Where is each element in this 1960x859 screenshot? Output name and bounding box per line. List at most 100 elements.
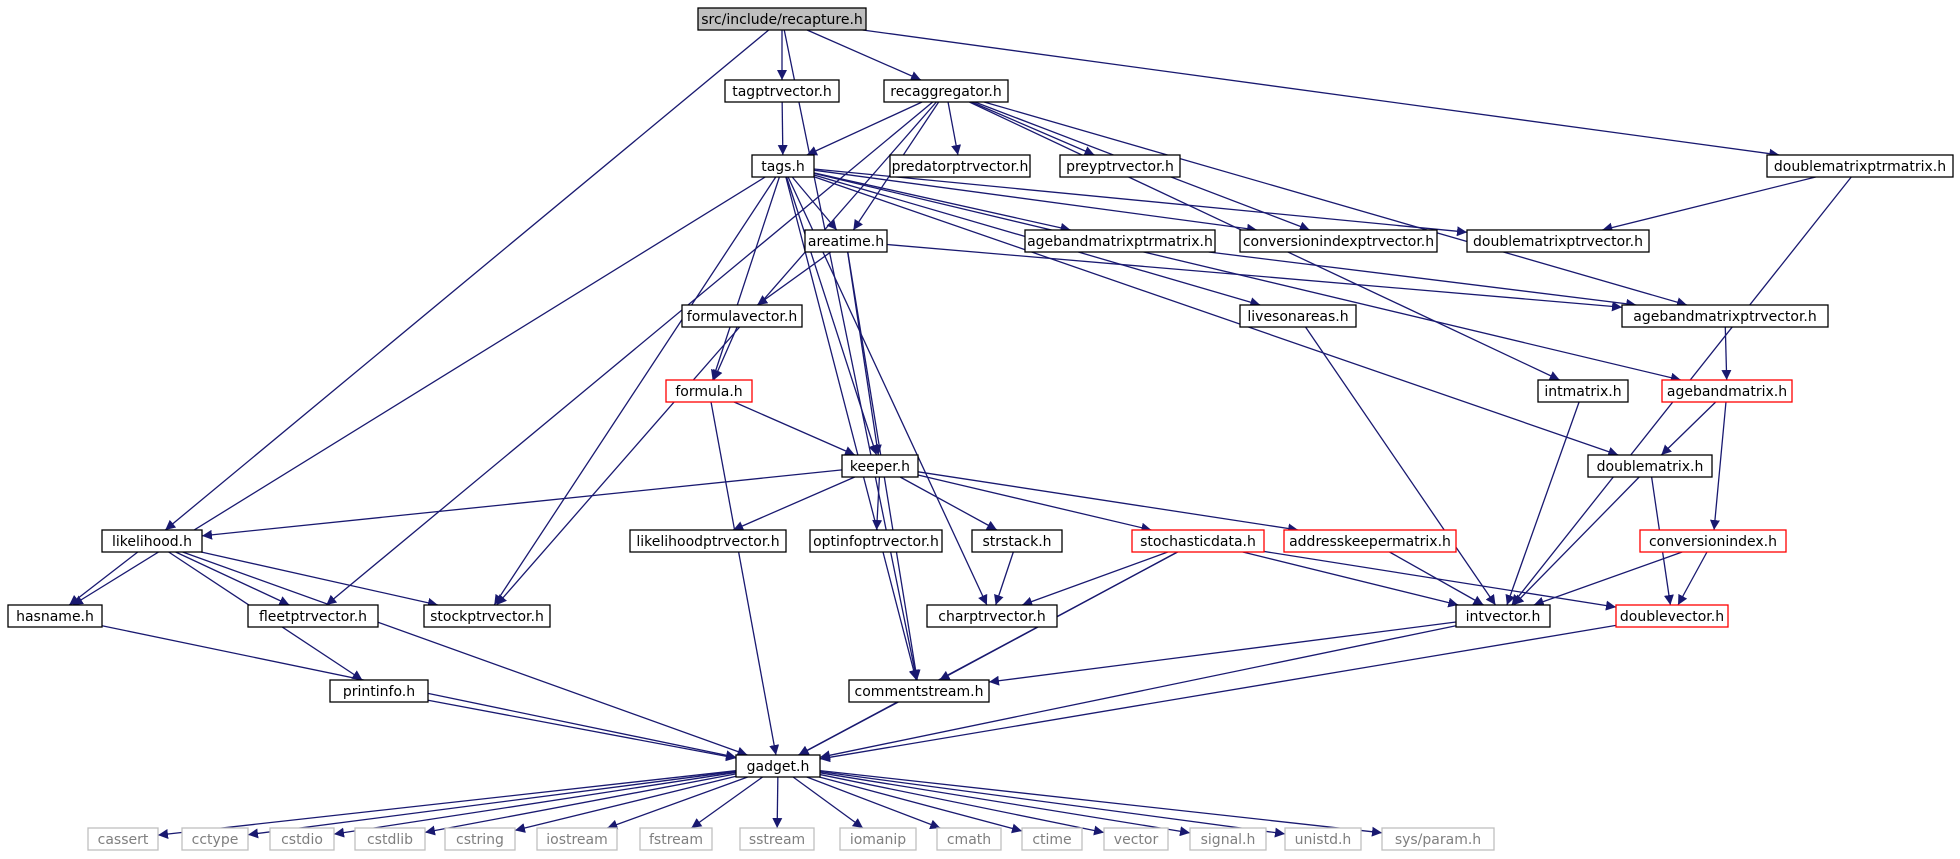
edge-agebandmatrixptrvector-to-agebandmatrix — [1721, 326, 1732, 381]
node-box — [839, 827, 917, 851]
node-cmath[interactable]: cmath — [936, 827, 1002, 851]
node-agebandmatrix[interactable]: agebandmatrix.h — [1661, 379, 1793, 403]
node-recaggregator[interactable]: recaggregator.h — [883, 79, 1009, 103]
node-label: intvector.h — [1466, 609, 1541, 625]
node-livesonareas[interactable]: livesonareas.h — [1239, 304, 1357, 328]
node-fstream[interactable]: fstream — [639, 827, 713, 851]
node-label: cstdio — [281, 832, 323, 848]
node-doublematrix[interactable]: doublematrix.h — [1587, 454, 1713, 478]
node-charptrvector[interactable]: charptrvector.h — [926, 604, 1058, 628]
edge-tags-to-areatime — [791, 176, 838, 231]
node-box — [7, 604, 103, 628]
node-label: fstream — [649, 832, 703, 848]
node-box — [751, 154, 815, 178]
edge-conversionindex-to-doublevector — [1677, 551, 1708, 606]
node-sysparam[interactable]: sys/param.h — [1381, 827, 1495, 851]
node-doublematrixptrmatrix[interactable]: doublematrixptrmatrix.h — [1766, 154, 1954, 178]
edge-agebandmatrix-to-doublematrix — [1660, 401, 1717, 456]
node-label: conversionindexptrvector.h — [1243, 234, 1434, 250]
node-label: doublematrixptrvector.h — [1473, 234, 1643, 250]
node-label: agebandmatrixptrvector.h — [1633, 309, 1817, 325]
node-cstring[interactable]: cstring — [444, 827, 516, 851]
node-cassert[interactable]: cassert — [87, 827, 159, 851]
node-box — [804, 229, 888, 253]
node-printinfo[interactable]: printinfo.h — [329, 679, 429, 703]
node-box — [1537, 379, 1629, 403]
node-cstdlib[interactable]: cstdlib — [354, 827, 426, 851]
node-box — [101, 529, 203, 553]
node-iostream[interactable]: iostream — [536, 827, 618, 851]
node-iomanip[interactable]: iomanip — [839, 827, 917, 851]
node-formulavector[interactable]: formulavector.h — [681, 304, 803, 328]
node-optinfoptrvector[interactable]: optinfoptrvector.h — [809, 529, 943, 553]
node-stochasticdata[interactable]: stochasticdata.h — [1131, 529, 1265, 553]
node-agebandmatrixptrvector[interactable]: agebandmatrixptrvector.h — [1621, 304, 1829, 328]
node-box — [971, 529, 1063, 553]
node-predatorptrvector[interactable]: predatorptrvector.h — [889, 154, 1031, 178]
node-box — [697, 7, 867, 31]
node-recapture[interactable]: src/include/recapture.h — [697, 7, 867, 31]
node-label: doublematrix.h — [1597, 459, 1704, 475]
edge-likelihood-to-fleetptrvector — [175, 551, 290, 606]
edge-keeper-to-likelihoodptrvector — [732, 476, 856, 531]
edge-tags-to-keeper — [785, 176, 879, 456]
node-preyptrvector[interactable]: preyptrvector.h — [1059, 154, 1181, 178]
node-label: livesonareas.h — [1247, 309, 1348, 325]
node-box — [1131, 529, 1265, 553]
node-box — [1621, 304, 1829, 328]
edge-intmatrix-to-intvector — [1505, 401, 1580, 606]
node-formula[interactable]: formula.h — [665, 379, 753, 403]
edge-recaggregator-to-agebandmatrixptrvector — [983, 101, 1688, 308]
node-tags[interactable]: tags.h — [751, 154, 815, 178]
node-cstdio[interactable]: cstdio — [269, 827, 335, 851]
node-box — [665, 379, 753, 403]
node-vector[interactable]: vector — [1103, 827, 1169, 851]
node-intvector[interactable]: intvector.h — [1455, 604, 1551, 628]
node-intmatrix[interactable]: intmatrix.h — [1537, 379, 1629, 403]
node-box — [1021, 827, 1083, 851]
edge-keeper-to-likelihood — [201, 469, 843, 540]
node-likelihood[interactable]: likelihood.h — [101, 529, 203, 553]
node-label: iostream — [546, 832, 608, 848]
node-fleetptrvector[interactable]: fleetptrvector.h — [247, 604, 379, 628]
node-signal[interactable]: signal.h — [1189, 827, 1267, 851]
edge-gadget-to-signal — [819, 772, 1191, 837]
node-unistd[interactable]: unistd.h — [1284, 827, 1362, 851]
node-doublematrixptrvector[interactable]: doublematrixptrvector.h — [1466, 229, 1650, 253]
node-label: hasname.h — [16, 609, 94, 625]
node-label: printinfo.h — [343, 684, 415, 700]
edge-agebandmatrixptrmatrix-to-agebandmatrixptrvector — [1208, 251, 1637, 309]
node-areatime[interactable]: areatime.h — [804, 229, 888, 253]
node-box — [329, 679, 429, 703]
edge-likelihood-to-stockptrvector — [200, 551, 439, 608]
node-label: src/include/recapture.h — [701, 12, 863, 28]
node-cctype[interactable]: cctype — [181, 827, 249, 851]
node-keeper[interactable]: keeper.h — [841, 454, 919, 478]
node-sstream[interactable]: sstream — [739, 827, 815, 851]
node-box — [1284, 827, 1362, 851]
node-hasname[interactable]: hasname.h — [7, 604, 103, 628]
node-agebandmatrixptrmatrix[interactable]: agebandmatrixptrmatrix.h — [1024, 229, 1216, 253]
node-commentstream[interactable]: commentstream.h — [848, 679, 990, 703]
node-likelihoodptrvector[interactable]: likelihoodptrvector.h — [629, 529, 787, 553]
node-conversionindex[interactable]: conversionindex.h — [1639, 529, 1787, 553]
node-box — [1189, 827, 1267, 851]
node-doublevector[interactable]: doublevector.h — [1615, 604, 1729, 628]
edge-recapture-to-doublematrixptrmatrix — [862, 29, 1780, 159]
node-addresskeepermatrix[interactable]: addresskeepermatrix.h — [1283, 529, 1457, 553]
edge-formulavector-to-formula — [713, 326, 738, 381]
node-gadget[interactable]: gadget.h — [735, 754, 821, 778]
edge-gadget-to-cmath — [806, 776, 941, 830]
node-box — [883, 79, 1009, 103]
edge-gadget-to-iomanip — [792, 776, 864, 829]
node-tagptrvector[interactable]: tagptrvector.h — [724, 79, 840, 103]
node-label: commentstream.h — [855, 684, 984, 700]
edge-recapture-to-commentstream — [783, 29, 920, 681]
node-stockptrvector[interactable]: stockptrvector.h — [423, 604, 551, 628]
node-strstack[interactable]: strstack.h — [971, 529, 1063, 553]
node-ctime[interactable]: ctime — [1021, 827, 1083, 851]
node-conversionindexptrvector[interactable]: conversionindexptrvector.h — [1239, 229, 1438, 253]
node-label: charptrvector.h — [938, 609, 1045, 625]
edge-livesonareas-to-intvector — [1304, 326, 1497, 606]
node-label: intmatrix.h — [1544, 384, 1621, 400]
